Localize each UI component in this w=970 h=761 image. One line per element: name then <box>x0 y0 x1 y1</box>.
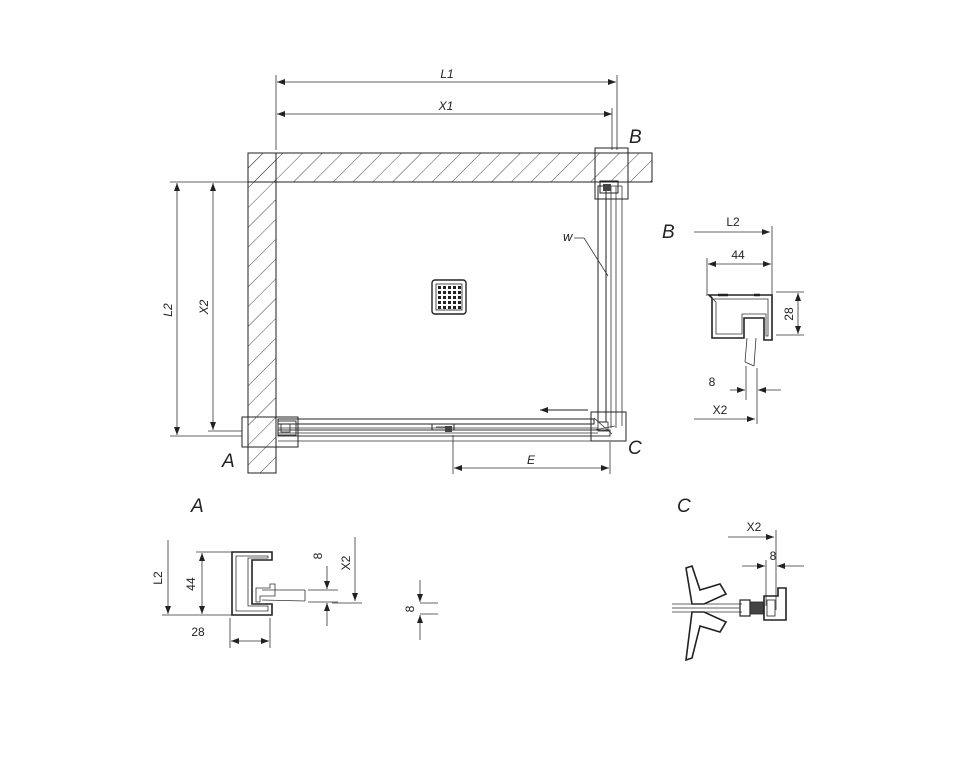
left-wall <box>247 152 277 474</box>
detail-box-A <box>241 416 299 448</box>
floor-drain-icon <box>431 279 467 315</box>
detail-letter-B: B <box>629 127 642 148</box>
detail-a-8b: 8 <box>403 605 417 612</box>
main-plan: L1 X1 L2 X2 <box>161 67 653 474</box>
dim-E-label: E <box>527 453 536 467</box>
dim-X2-label: X2 <box>197 299 211 315</box>
drain-hole <box>448 291 451 294</box>
drain-hole <box>448 286 451 289</box>
detail-c-title: C <box>677 496 691 517</box>
drain-hole <box>448 296 451 299</box>
drain-hole <box>438 301 441 304</box>
drain-hole <box>443 286 446 289</box>
detail-c-X2: X2 <box>747 520 762 534</box>
detail-a-44: 44 <box>184 577 198 591</box>
drain-hole <box>453 301 456 304</box>
detail-b-title: B <box>662 222 675 243</box>
right-glass-panel <box>597 185 607 423</box>
drain-hole <box>438 306 441 309</box>
bottom-glass-panel <box>277 418 595 425</box>
detail-a-X2: X2 <box>339 555 353 570</box>
detail-a-28: 28 <box>191 625 205 639</box>
dim-w-label: w <box>563 229 574 244</box>
drain-hole <box>448 301 451 304</box>
detail-c: C X2 8 <box>672 496 804 662</box>
drain-hole <box>438 291 441 294</box>
drain-hole <box>453 296 456 299</box>
drain-hole <box>458 286 461 289</box>
detail-c-8: 8 <box>770 549 777 563</box>
detail-a: A L2 44 28 8 X2 8 <box>151 496 438 648</box>
drain-hole <box>458 296 461 299</box>
detail-b-8: 8 <box>709 375 716 389</box>
dim-L1-label: L1 <box>440 67 453 81</box>
detail-b-44: 44 <box>731 248 745 262</box>
detail-box-C <box>590 411 627 442</box>
drain-hole <box>443 301 446 304</box>
drain-hole <box>443 306 446 309</box>
drain-hole <box>453 306 456 309</box>
detail-b-X2: X2 <box>713 403 728 417</box>
dim-X1-label: X1 <box>438 99 454 113</box>
detail-a-L2: L2 <box>151 571 165 585</box>
drain-hole <box>458 291 461 294</box>
detail-b: B L2 44 28 8 X2 <box>662 215 804 424</box>
detail-a-8: 8 <box>311 552 325 559</box>
detail-b-28: 28 <box>782 307 796 321</box>
drain-hole <box>438 296 441 299</box>
drain-hole <box>458 301 461 304</box>
drain-hole <box>443 291 446 294</box>
detail-letter-A: A <box>221 451 235 472</box>
top-wall <box>247 152 653 183</box>
detail-b-L2: L2 <box>726 215 740 229</box>
drain-hole <box>448 306 451 309</box>
drain-hole <box>453 291 456 294</box>
detail-a-title: A <box>190 496 204 517</box>
door-handle <box>431 423 455 431</box>
drain-hole <box>453 286 456 289</box>
dim-L2-label: L2 <box>161 303 175 317</box>
detail-letter-C: C <box>628 438 642 459</box>
detail-box-B <box>594 147 629 200</box>
drain-hole <box>458 306 461 309</box>
drain-hole <box>443 296 446 299</box>
drain-hole <box>438 286 441 289</box>
